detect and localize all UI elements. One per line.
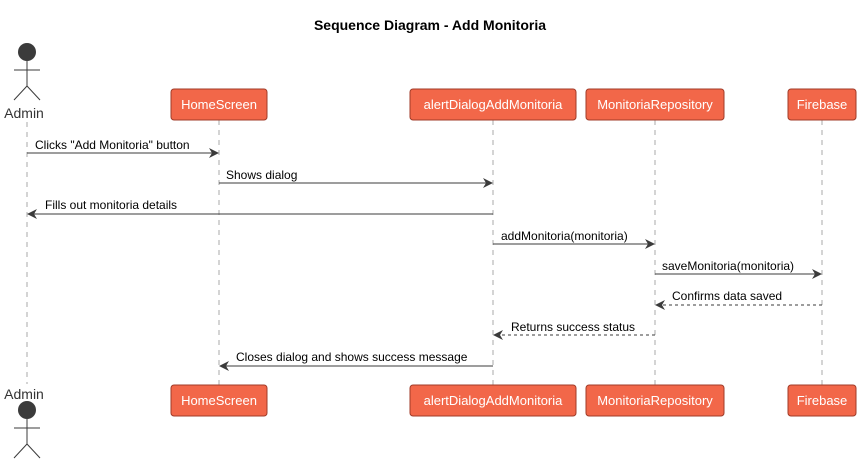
- participant-label-home: HomeScreen: [181, 97, 257, 112]
- message-label: Shows dialog: [226, 168, 297, 182]
- participant-label-dialog: alertDialogAddMonitoria: [424, 97, 564, 112]
- message-label: addMonitoria(monitoria): [501, 229, 628, 243]
- participant-home-top: HomeScreen: [170, 88, 268, 121]
- participant-box: [787, 384, 857, 417]
- stick-figure-icon: [13, 401, 41, 459]
- participant-box: [787, 88, 857, 121]
- participant-label-repo: MonitoriaRepository: [597, 97, 713, 112]
- stick-figure-icon: [13, 43, 41, 101]
- participant-dialog-bottom: alertDialogAddMonitoria: [409, 384, 577, 417]
- message-label: saveMonitoria(monitoria): [662, 259, 794, 273]
- participant-home-bottom: HomeScreen: [170, 384, 268, 417]
- participant-firebase-bottom: Firebase: [787, 384, 857, 417]
- message-3: Fills out monitoria details: [27, 198, 493, 219]
- message-label: Confirms data saved: [672, 289, 782, 303]
- message-1: Clicks "Add Monitoria" button: [27, 138, 219, 158]
- participant-repo-bottom: MonitoriaRepository: [585, 384, 725, 417]
- message-5: saveMonitoria(monitoria): [655, 259, 822, 279]
- participant-box: [585, 88, 725, 121]
- message-8: Closes dialog and shows success message: [219, 350, 493, 371]
- participant-box: [170, 88, 268, 121]
- participant-label-firebase-bottom: Firebase: [797, 393, 848, 408]
- message-4: addMonitoria(monitoria): [493, 229, 655, 249]
- diagram-title: Sequence Diagram - Add Monitoria: [314, 17, 546, 33]
- message-7: Returns success status: [493, 320, 655, 340]
- message-label: Closes dialog and shows success message: [236, 350, 468, 364]
- participant-label-dialog-bottom: alertDialogAddMonitoria: [424, 393, 564, 408]
- participant-box: [170, 384, 268, 417]
- messages: Clicks "Add Monitoria" button Shows dial…: [27, 138, 822, 371]
- participant-box: [585, 384, 725, 417]
- participant-repo-top: MonitoriaRepository: [585, 88, 725, 121]
- actor-label-admin-bottom: Admin: [4, 386, 44, 402]
- participant-box: [409, 384, 577, 417]
- message-label: Returns success status: [511, 320, 635, 334]
- actor-label-admin: Admin: [4, 105, 44, 121]
- participant-firebase-top: Firebase: [787, 88, 857, 121]
- message-label: Clicks "Add Monitoria" button: [35, 138, 190, 152]
- participant-label-firebase: Firebase: [797, 97, 848, 112]
- lifelines: [26, 120, 823, 385]
- actor-admin-bottom: Admin: [4, 386, 44, 459]
- participant-label-repo-bottom: MonitoriaRepository: [597, 393, 713, 408]
- participant-box: [409, 88, 577, 121]
- participant-dialog-top: alertDialogAddMonitoria: [409, 88, 577, 121]
- message-6: Confirms data saved: [655, 289, 822, 310]
- actor-admin-top: Admin: [4, 43, 44, 121]
- message-2: Shows dialog: [219, 168, 493, 188]
- participant-label-home-bottom: HomeScreen: [181, 393, 257, 408]
- message-label: Fills out monitoria details: [45, 198, 177, 212]
